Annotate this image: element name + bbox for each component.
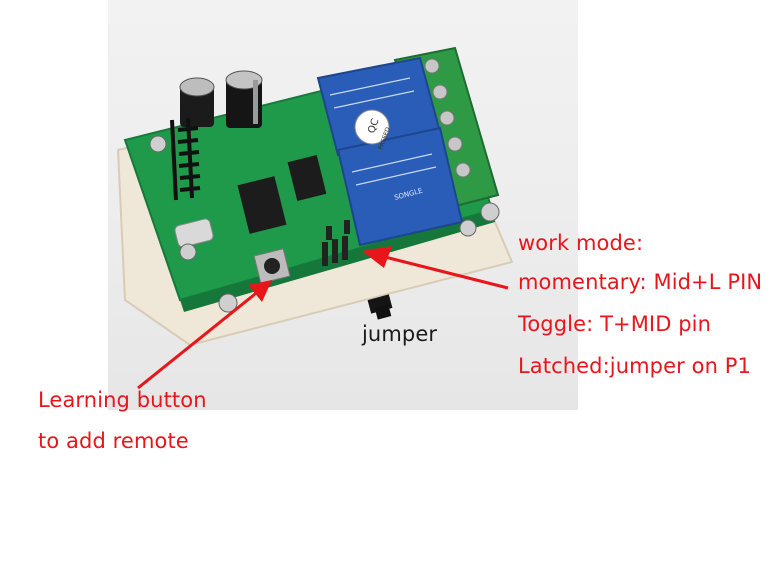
crystal-oscillator (174, 218, 214, 248)
terminal-screws (424, 58, 471, 178)
relay-print-lines (329, 77, 437, 186)
learning-push-button (253, 248, 291, 284)
latched-mode-label: Latched:jumper on P1 (518, 354, 751, 378)
capacitor-1 (179, 77, 215, 127)
momentary-mode-label: momentary: Mid+L PIN (518, 270, 763, 294)
qc-sticker (354, 109, 390, 145)
learning-button-sublabel: to add remote (38, 429, 189, 453)
ic-chip-2 (287, 154, 327, 202)
learning-button-label: Learning button (38, 388, 207, 412)
loose-jumper (367, 294, 393, 320)
toggle-mode-label: Toggle: T+MID pin (518, 312, 712, 336)
antenna-coil (170, 117, 201, 201)
work-mode-title: work mode: (518, 231, 644, 255)
capacitor-2 (225, 70, 263, 128)
learning-button-arrow (137, 280, 272, 390)
ic-chip-1 (237, 176, 287, 234)
base-mounting-screws (218, 202, 500, 313)
work-mode-arrow (362, 246, 509, 290)
jumper-label: jumper (362, 322, 438, 346)
pcb-mounting-screws (149, 135, 477, 261)
header-pins (322, 220, 350, 266)
qc-sticker-text: QC (366, 117, 381, 135)
